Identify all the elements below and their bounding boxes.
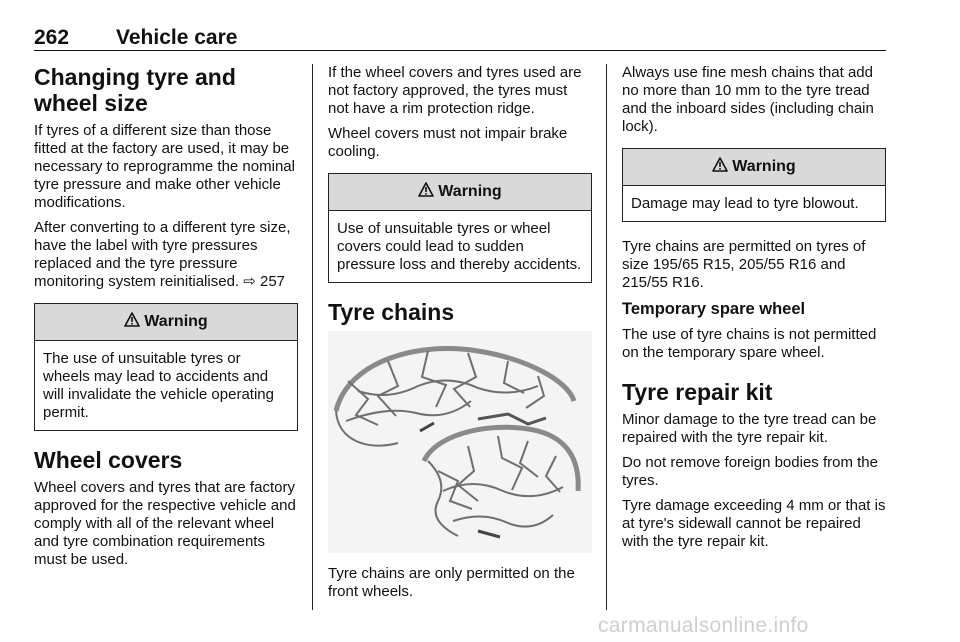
warning-triangle-icon [418, 182, 435, 202]
warning-title: Warning [438, 183, 502, 200]
column-1: Changing tyre and wheel size If tyres of… [34, 64, 298, 576]
paragraph: Tyre chains are permitted on tyres of si… [622, 238, 866, 291]
column-divider [312, 64, 313, 610]
warning-triangle-icon [124, 312, 141, 332]
column-divider [606, 64, 607, 610]
paragraph: After converting to a different tyre siz… [34, 219, 298, 291]
heading-changing-tyre: Changing tyre and wheel size [34, 64, 236, 116]
paragraph: Tyre damage exceeding 4 mm or that is at… [622, 497, 886, 550]
warning-title: Warning [732, 158, 796, 175]
warning-text: The use of unsuitable tyres or wheels ma… [43, 350, 274, 421]
heading-wheel-covers: Wheel covers [34, 447, 183, 473]
paragraph: If the wheel covers and tyres used are n… [328, 64, 582, 117]
heading-tyre-chains: Tyre chains [328, 299, 455, 325]
subheading-temporary-spare-wheel: Temporary spare wheel [622, 300, 806, 318]
warning-triangle-icon [712, 157, 729, 177]
warning-text: Use of unsuitable tyres or wheel covers … [337, 220, 582, 273]
tyre-chains-illustration [328, 331, 592, 553]
paragraph: Minor damage to the tyre tread can be re… [622, 411, 877, 446]
warning-header: Warning [329, 174, 591, 211]
paragraph: Wheel covers and tyres that are factory … [34, 479, 296, 568]
warning-box: Warning Use of unsuitable tyres or wheel… [328, 173, 592, 283]
watermark: carmanualsonline.info [598, 614, 809, 637]
warning-title: Warning [144, 313, 208, 330]
paragraph: Do not remove foreign bodies from the ty… [622, 454, 878, 489]
paragraph-text: After converting to a different tyre siz… [34, 219, 291, 290]
paragraph: Always use fine mesh chains that add no … [622, 64, 874, 135]
warning-box: Warning Damage may lead to tyre blowout. [622, 148, 886, 222]
warning-header: Warning [35, 304, 297, 341]
page-header: 262 Vehicle care [34, 26, 886, 51]
page-reference-arrow-icon: ⇨ [243, 273, 256, 290]
spacer [622, 369, 886, 379]
warning-text: Damage may lead to tyre blowout. [631, 195, 859, 212]
column-3: Always use fine mesh chains that add no … [622, 64, 886, 558]
page-reference[interactable]: 257 [260, 273, 286, 290]
paragraph: If tyres of a different size than those … [34, 122, 295, 211]
page-number: 262 [34, 26, 70, 49]
heading-tyre-repair-kit: Tyre repair kit [622, 379, 773, 405]
warning-header: Warning [623, 149, 885, 186]
paragraph: Wheel covers must not impair brake cooli… [328, 125, 568, 160]
paragraph: Tyre chains are only permitted on the fr… [328, 565, 575, 600]
paragraph: The use of tyre chains is not permitted … [622, 326, 877, 361]
section-title: Vehicle care [116, 26, 238, 49]
column-2: If the wheel covers and tyres used are n… [328, 64, 592, 608]
warning-box: Warning The use of unsuitable tyres or w… [34, 303, 298, 431]
